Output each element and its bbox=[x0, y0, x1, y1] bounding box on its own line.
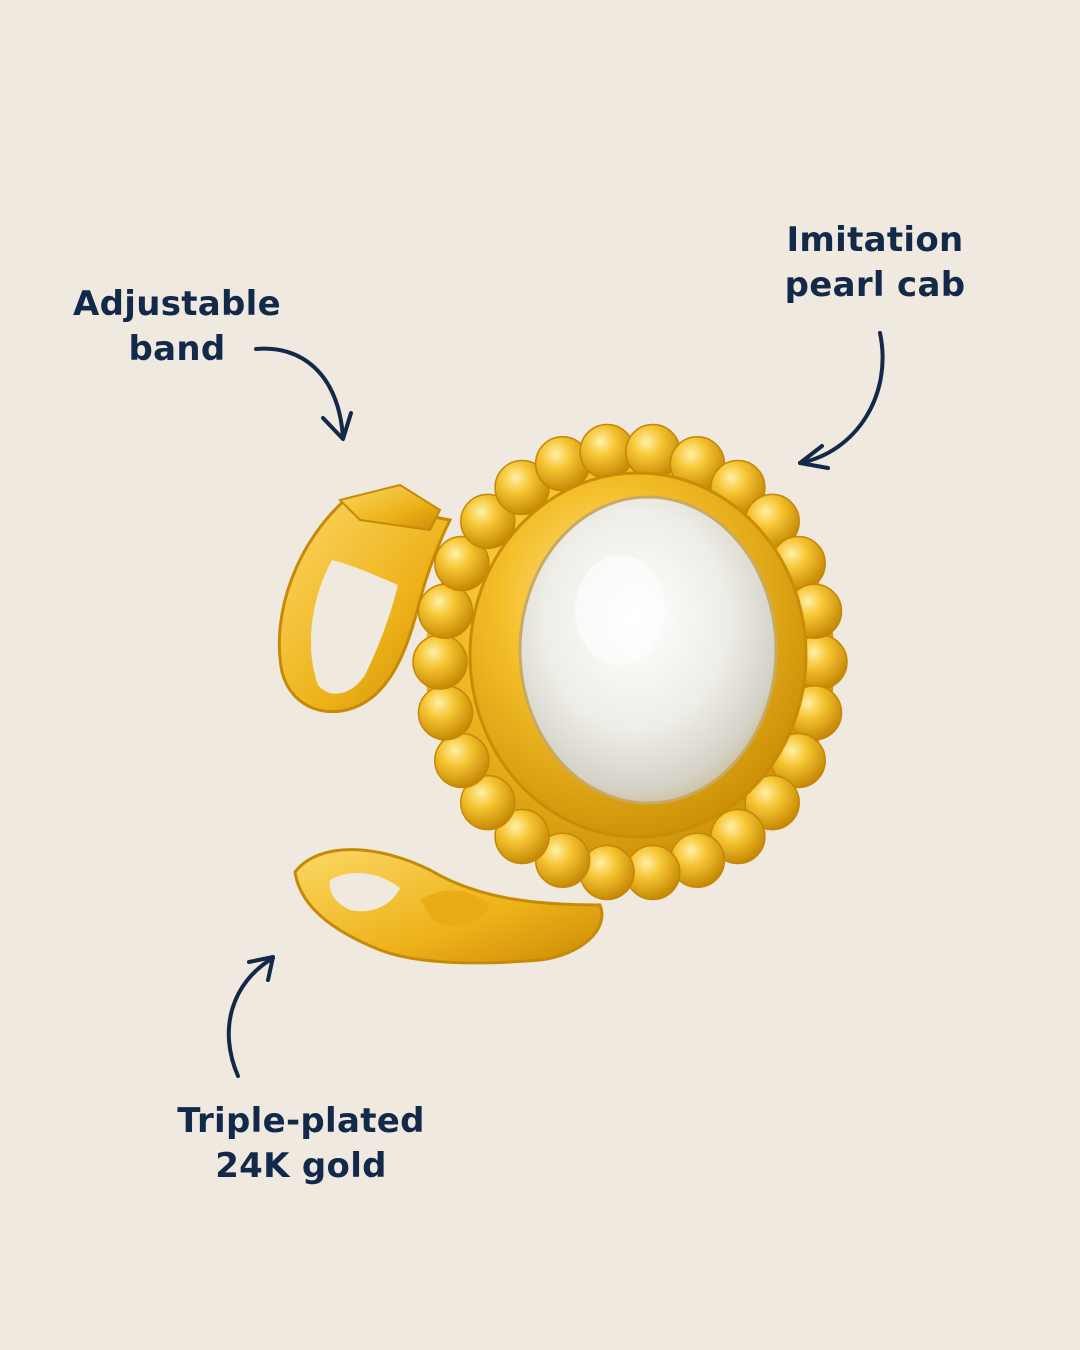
gold-bead bbox=[460, 493, 516, 550]
band-lower-scroll bbox=[293, 848, 604, 965]
bead-frame bbox=[412, 423, 848, 901]
callout-band-line1: Adjustable bbox=[73, 284, 281, 324]
callout-gold-line1: Triple-plated bbox=[177, 1101, 425, 1141]
band-upper-loop bbox=[277, 483, 453, 714]
gold-bead bbox=[417, 684, 474, 741]
gold-bead bbox=[434, 732, 490, 789]
gold-bead bbox=[417, 583, 474, 640]
gold-bead bbox=[434, 535, 490, 592]
gold-bead bbox=[460, 774, 516, 831]
callout-band-line2: band bbox=[128, 329, 226, 369]
callout-adjustable-band: Adjustable band bbox=[62, 282, 292, 372]
callout-pearl-line1: Imitation bbox=[786, 220, 964, 260]
callout-gold-plating: Triple-plated 24K gold bbox=[170, 1099, 432, 1189]
gold-bead bbox=[412, 634, 468, 690]
pearl-highlight bbox=[575, 555, 665, 665]
callout-pearl-cab: Imitation pearl cab bbox=[770, 218, 980, 308]
callout-pearl-line2: pearl cab bbox=[784, 265, 966, 305]
arrow-band-icon bbox=[254, 346, 353, 441]
callout-gold-line2: 24K gold bbox=[215, 1146, 387, 1186]
arrow-gold-icon bbox=[226, 955, 275, 1078]
arrow-pearl-icon bbox=[798, 331, 885, 470]
gold-bead bbox=[494, 808, 550, 865]
gold-bead bbox=[744, 774, 800, 831]
